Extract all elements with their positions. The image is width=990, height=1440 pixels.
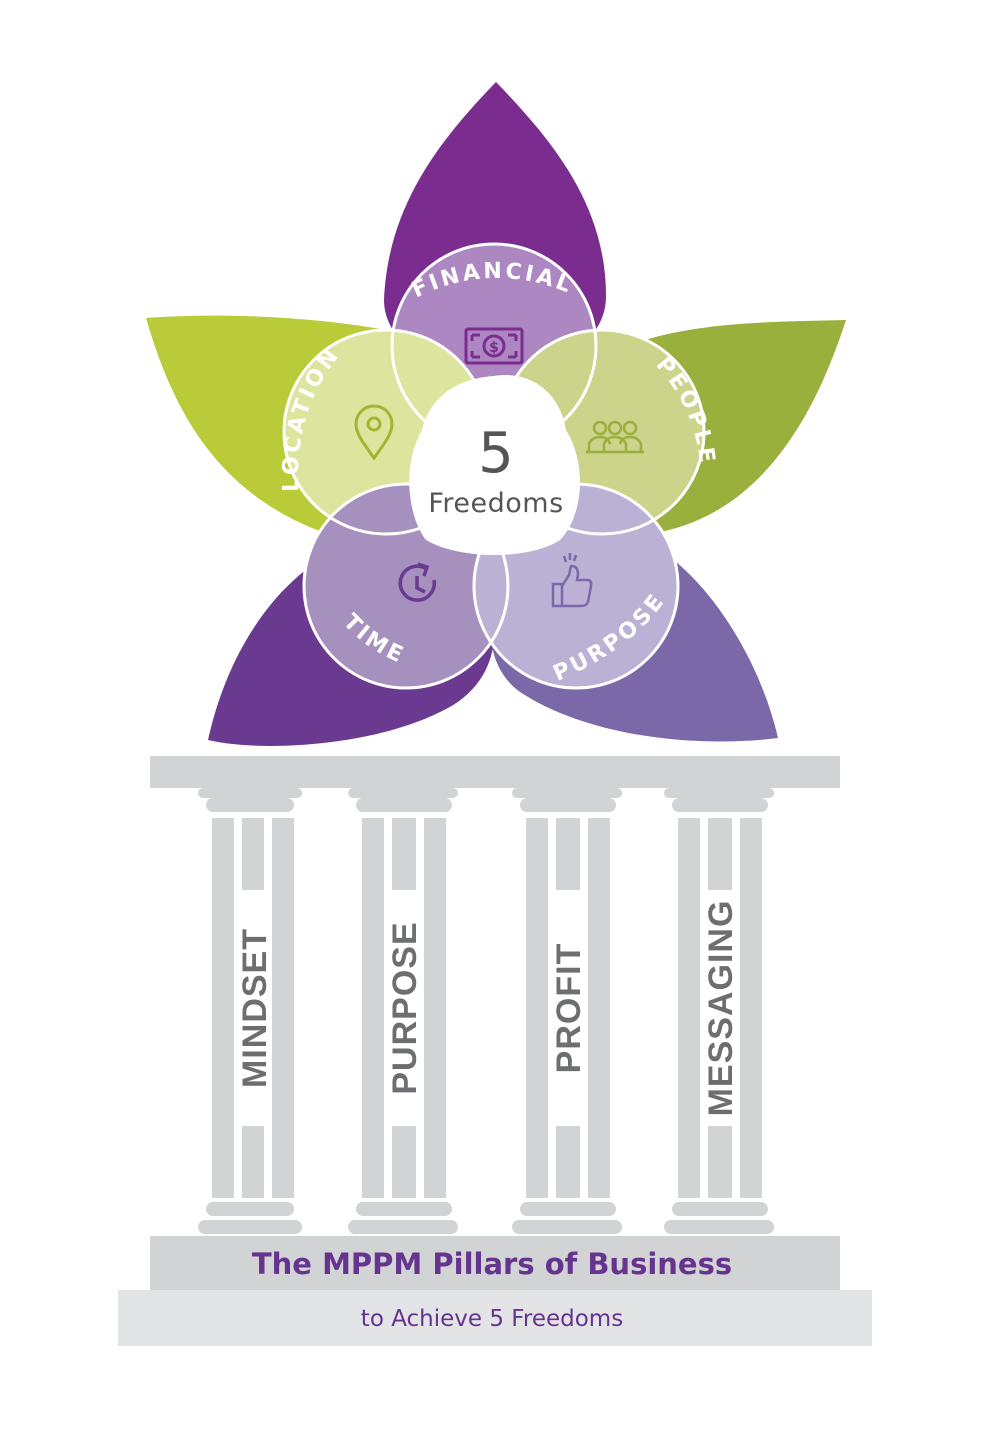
- svg-text:$: $: [489, 340, 499, 356]
- center-word: Freedoms: [428, 488, 563, 519]
- pillar-label: PURPOSE: [386, 921, 424, 1094]
- base-subtitle: to Achieve 5 Freedoms: [361, 1306, 623, 1332]
- pillars-temple: MINDSET PURPOSE PROFIT: [118, 756, 872, 1346]
- pillar-label: MINDSET: [236, 928, 274, 1088]
- base-title: The MPPM Pillars of Business: [252, 1247, 732, 1281]
- pillar-label: PROFIT: [550, 943, 588, 1074]
- center-number: 5: [478, 421, 514, 486]
- pillar-mindset: MINDSET: [198, 788, 302, 1234]
- pillar-messaging: MESSAGING: [664, 788, 774, 1234]
- pillar-label: MESSAGING: [702, 900, 740, 1117]
- five-freedoms-flower: 5 Freedoms FINANCIAL PEOPLE PURPOSE TIME…: [146, 82, 846, 746]
- pillar-profit: PROFIT: [512, 788, 622, 1234]
- pillar-purpose: PURPOSE: [348, 788, 458, 1234]
- temple-roof: [150, 756, 840, 788]
